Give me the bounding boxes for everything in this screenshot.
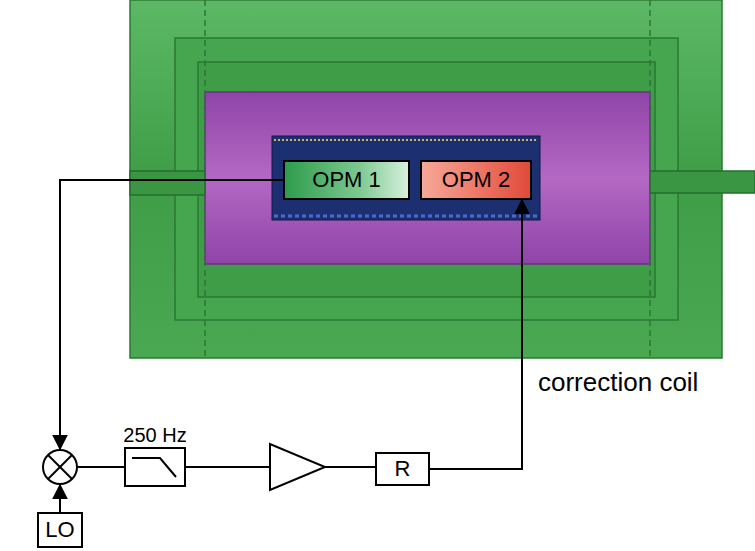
resistor-box: R bbox=[375, 452, 430, 486]
sensor-box: OPM 2 bbox=[420, 160, 532, 200]
coil-feed-line bbox=[430, 200, 522, 469]
filter-cutoff-label: 250 Hz bbox=[115, 423, 195, 448]
coil-label: correction coil bbox=[538, 366, 708, 399]
sensor-holder bbox=[272, 136, 540, 220]
mixer-symbol bbox=[43, 450, 77, 484]
box-text: R bbox=[395, 456, 411, 482]
amplifier-symbol bbox=[270, 444, 325, 490]
sensor-box: OPM 1 bbox=[283, 160, 410, 200]
signal-wires bbox=[60, 180, 375, 512]
box-text: OPM 1 bbox=[312, 167, 380, 193]
box-text: LO bbox=[45, 517, 74, 543]
box-text: OPM 2 bbox=[442, 167, 510, 193]
lowpass-filter-symbol bbox=[125, 448, 185, 486]
oscillator-box: LO bbox=[37, 512, 83, 548]
